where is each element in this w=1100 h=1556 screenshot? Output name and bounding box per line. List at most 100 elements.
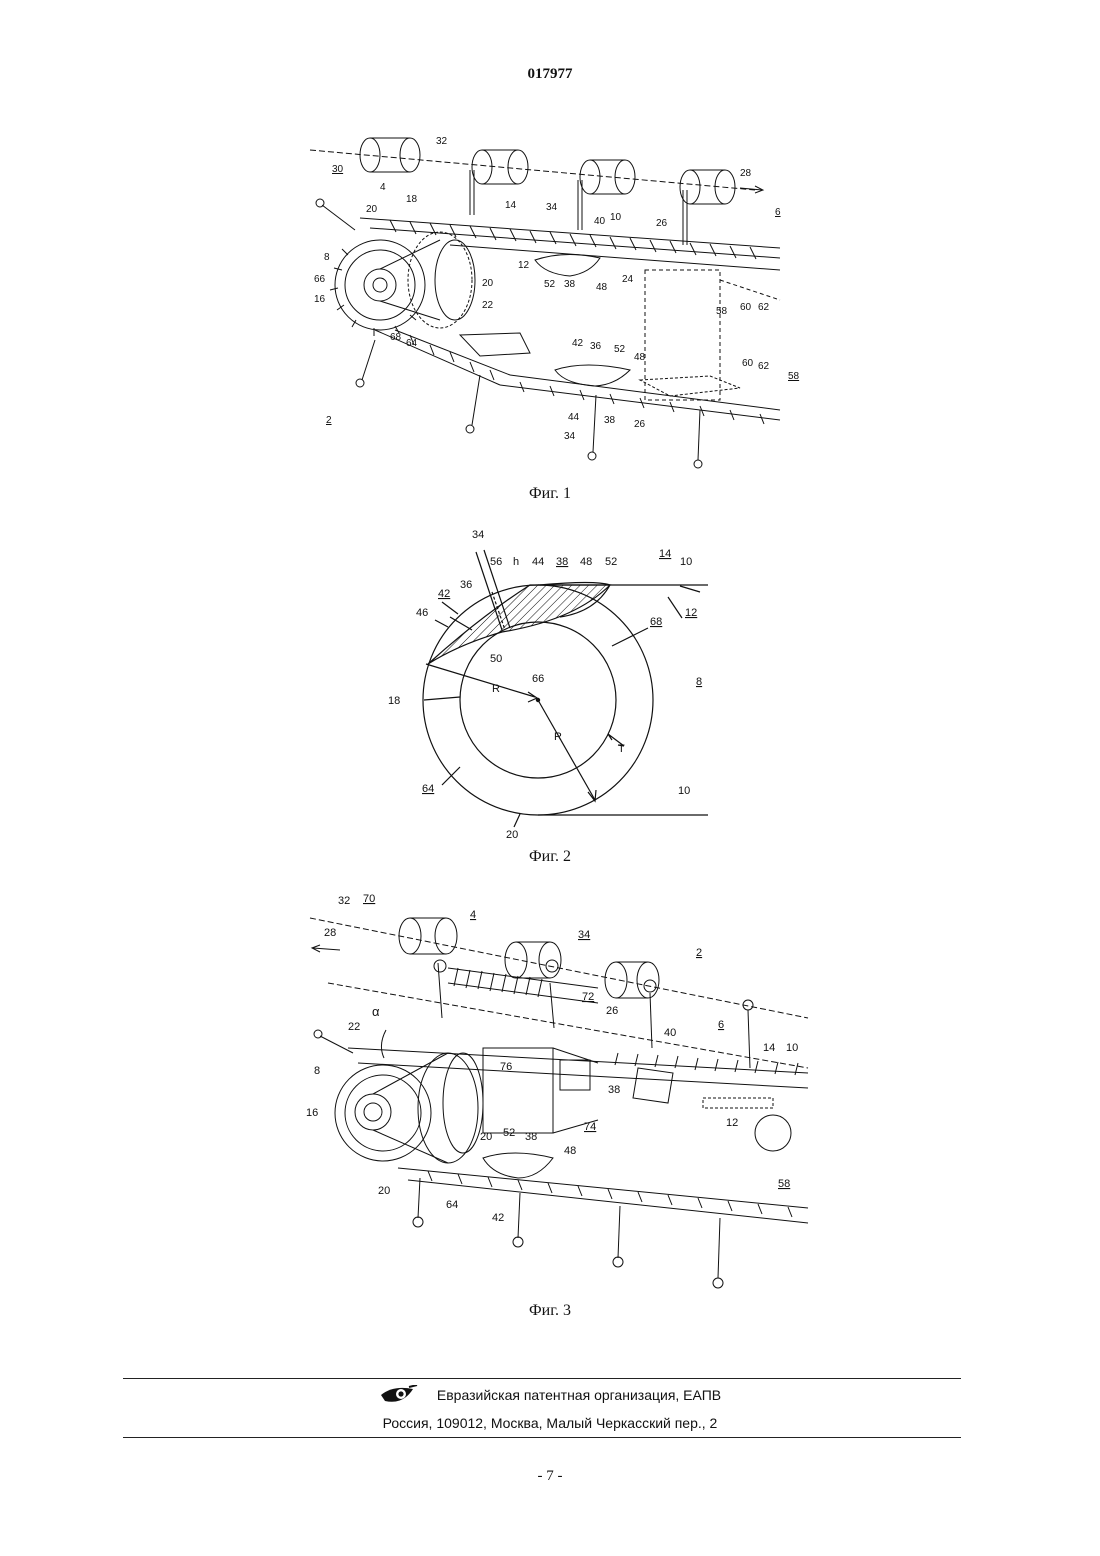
fig1-label: 10 xyxy=(610,212,622,223)
fig3-label: 16 xyxy=(306,1107,318,1119)
fig2-label: 46 xyxy=(416,607,428,619)
fig2-label: 20 xyxy=(506,829,518,841)
fig3-label: 22 xyxy=(348,1021,360,1033)
fig3-label: 32 xyxy=(338,895,350,907)
fig2-label: 56 xyxy=(490,556,502,568)
fig2-label: 38 xyxy=(556,556,568,568)
fig3-label: 12 xyxy=(726,1117,738,1129)
fig3-label: 14 xyxy=(763,1042,775,1054)
fig3-label: 38 xyxy=(608,1084,620,1096)
fig3-label: 72 xyxy=(582,991,594,1003)
fig1-label: 66 xyxy=(314,274,326,285)
fig1-label: 2 xyxy=(326,415,332,426)
figure-3: 32 70 4 28 34 2 α 72 26 22 8 40 6 14 10 … xyxy=(298,888,818,1298)
fig3-label: 48 xyxy=(564,1145,576,1157)
fig3-label: 2 xyxy=(696,947,702,959)
fig3-label: 6 xyxy=(718,1019,724,1031)
fig1-label: 24 xyxy=(622,274,634,285)
footer-address: Россия, 109012, Москва, Малый Черкасский… xyxy=(0,1415,1100,1431)
fig2-label: 10 xyxy=(680,556,692,568)
fig2-label: 68 xyxy=(650,616,662,628)
figure-3-caption: Фиг. 3 xyxy=(0,1302,1100,1320)
fig1-label: 52 xyxy=(544,279,556,290)
footer-top-rule xyxy=(123,1378,961,1379)
fig2-label: 50 xyxy=(490,653,502,665)
fig1-label: 32 xyxy=(436,136,448,147)
fig2-label: 66 xyxy=(532,673,544,685)
fig1-label: 22 xyxy=(482,300,494,311)
fig3-label: 26 xyxy=(606,1005,618,1017)
fig1-label: 40 xyxy=(594,216,606,227)
fig2-label: 10 xyxy=(678,785,690,797)
page-number: - 7 - xyxy=(0,1468,1100,1485)
fig3-label: 64 xyxy=(446,1199,458,1211)
fig1-label: 30 xyxy=(332,164,344,175)
fig1-label: 36 xyxy=(590,341,602,352)
fig1-label: 48 xyxy=(596,282,608,293)
fig1-label: 68 xyxy=(390,332,402,343)
fig1-label: 20 xyxy=(366,204,378,215)
fig2-label: 34 xyxy=(472,529,484,541)
fig3-label: 34 xyxy=(578,929,590,941)
fig1-label: 38 xyxy=(564,279,576,290)
fig1-label: 4 xyxy=(380,182,386,193)
fig2-label: 36 xyxy=(460,579,472,591)
fig1-label: 18 xyxy=(406,194,418,205)
fig1-label: 28 xyxy=(740,168,752,179)
fig2-label: R xyxy=(554,731,562,743)
fig2-label: h xyxy=(513,556,519,568)
footer-bottom-rule xyxy=(123,1437,961,1438)
fig1-label: 8 xyxy=(324,252,330,263)
fig1-label: 60 xyxy=(740,302,752,313)
fig2-label: 48 xyxy=(580,556,592,568)
fig3-label: 10 xyxy=(786,1042,798,1054)
fig2-label: 42 xyxy=(438,588,450,600)
fig3-label: 70 xyxy=(363,893,375,905)
fig3-label: 58 xyxy=(778,1178,790,1190)
fig3-label: 40 xyxy=(664,1027,676,1039)
fig1-label: 34 xyxy=(546,202,558,213)
fig3-label: 76 xyxy=(500,1061,512,1073)
fig1-label: 58 xyxy=(788,371,800,382)
figure-2-drawing: 34 56 h 44 38 48 52 14 10 12 42 36 46 68… xyxy=(380,522,725,842)
fig2-label: 44 xyxy=(532,556,544,568)
fig1-label: 58 xyxy=(716,306,728,317)
fig1-label: 60 xyxy=(742,358,754,369)
figure-1-caption: Фиг. 1 xyxy=(0,485,1100,503)
fig1-label: 38 xyxy=(604,415,616,426)
fig2-label: 18 xyxy=(388,695,400,707)
fig1-label: 42 xyxy=(572,338,584,349)
fig3-label: 74 xyxy=(584,1121,596,1133)
figure-1: 30 4 32 28 6 18 20 14 34 40 10 26 8 66 1… xyxy=(300,130,820,475)
fig3-label: 8 xyxy=(314,1065,320,1077)
fig1-label: 44 xyxy=(568,412,580,423)
footer-organization-line: Евразийская патентная организация, ЕАПВ xyxy=(0,1385,1100,1408)
fig2-label: 12 xyxy=(685,607,697,619)
fig2-label: T xyxy=(618,743,625,755)
fig3-label: 20 xyxy=(480,1131,492,1143)
fig1-label: 48 xyxy=(634,352,646,363)
footer-organization: Евразийская патентная организация, ЕАПВ xyxy=(437,1387,721,1403)
fig3-label: 20 xyxy=(378,1185,390,1197)
fig1-label: 26 xyxy=(656,218,668,229)
fig1-label: 14 xyxy=(505,200,517,211)
fig1-label: 12 xyxy=(518,260,530,271)
fig3-label: 42 xyxy=(492,1212,504,1224)
figure-2-caption: Фиг. 2 xyxy=(0,848,1100,866)
fig1-label: 34 xyxy=(564,431,576,442)
fig2-label: 14 xyxy=(659,548,671,560)
patent-number: 017977 xyxy=(0,66,1100,83)
fig3-label: 28 xyxy=(324,927,336,939)
fig1-label: 20 xyxy=(482,278,494,289)
fig1-label: 52 xyxy=(614,344,626,355)
fig1-label: 16 xyxy=(314,294,326,305)
fig2-label: 64 xyxy=(422,783,434,795)
fig3-label: 4 xyxy=(470,909,476,921)
fig1-label: 64 xyxy=(406,338,418,349)
fig1-label: 62 xyxy=(758,361,770,372)
fig3-label: 52 xyxy=(503,1127,515,1139)
fig3-label: 38 xyxy=(525,1131,537,1143)
figure-3-drawing: 32 70 4 28 34 2 α 72 26 22 8 40 6 14 10 … xyxy=(298,888,818,1298)
figure-1-drawing: 30 4 32 28 6 18 20 14 34 40 10 26 8 66 1… xyxy=(300,130,820,475)
figure-2: 34 56 h 44 38 48 52 14 10 12 42 36 46 68… xyxy=(380,522,725,842)
